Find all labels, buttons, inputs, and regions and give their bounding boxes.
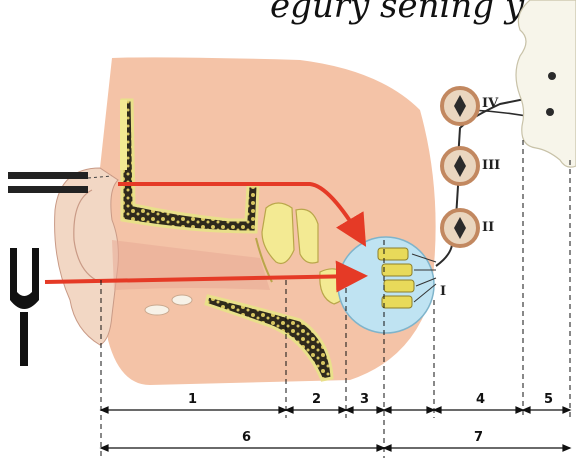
segment-label-1: 1 bbox=[188, 392, 197, 407]
outer-ear bbox=[55, 168, 119, 345]
bone-oval-1 bbox=[145, 305, 169, 315]
brain-cortex bbox=[516, 0, 576, 167]
hair-cell bbox=[382, 264, 412, 276]
segment-label-2: 2 bbox=[312, 392, 321, 407]
bone-oval-2 bbox=[172, 295, 192, 305]
dimension-lines bbox=[101, 407, 570, 451]
tuning-fork-icon bbox=[10, 248, 39, 366]
yellow-stripe bbox=[120, 100, 127, 170]
segment-label-3: 3 bbox=[360, 392, 369, 407]
neuron-label-iv: IV bbox=[482, 96, 498, 111]
segment-label-5: 5 bbox=[544, 392, 553, 407]
group-label-6: 6 bbox=[242, 430, 251, 445]
neuron-label-iii: III bbox=[482, 158, 500, 173]
hair-cell bbox=[384, 280, 414, 292]
neuron-iii bbox=[442, 148, 478, 184]
segment-label-4: 4 bbox=[476, 392, 485, 407]
neuron-iv bbox=[442, 88, 478, 124]
neuron-label-ii: II bbox=[482, 220, 494, 235]
hair-cell bbox=[378, 248, 408, 260]
hair-cell bbox=[382, 296, 412, 308]
group-label-7: 7 bbox=[474, 430, 483, 445]
neuron-label-i: I bbox=[440, 284, 446, 299]
neuron-ii bbox=[442, 210, 478, 246]
